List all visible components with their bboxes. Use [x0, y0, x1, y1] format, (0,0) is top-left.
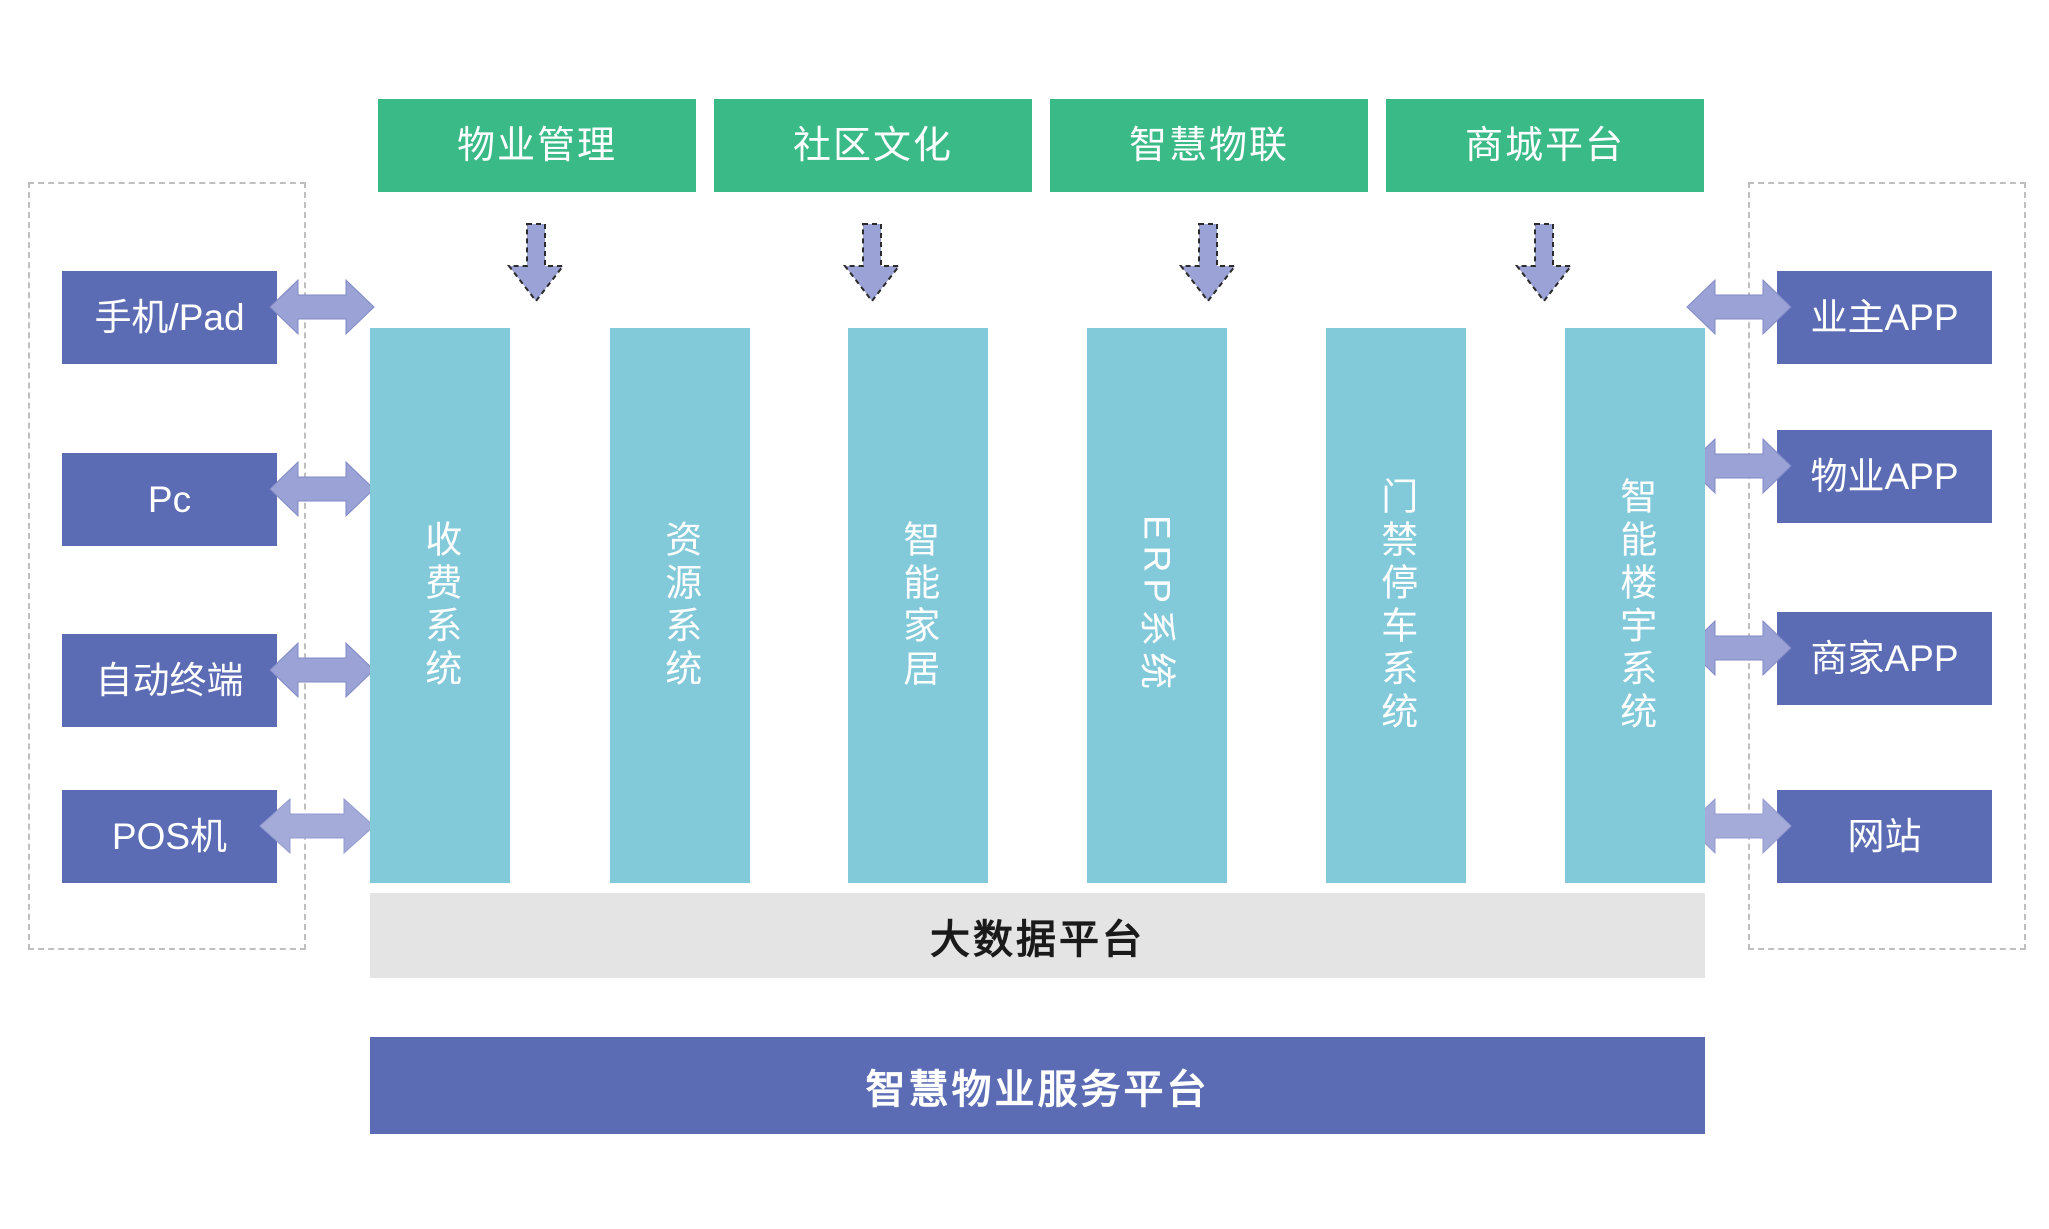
device-box-pc[interactable]: Pc [62, 453, 277, 546]
bidirectional-arrow-owner-app-icon [1685, 276, 1793, 338]
channel-box-merchant-app[interactable]: 商家APP [1777, 612, 1992, 705]
system-label: 资源系统 [659, 519, 701, 692]
bidirectional-arrow-phone-pad-icon [268, 276, 376, 338]
system-label: 收费系统 [419, 519, 461, 692]
device-label: 自动终端 [95, 660, 244, 701]
arrow-down-4-icon [1514, 222, 1574, 304]
top-module-label: 物业管理 [456, 124, 617, 167]
device-label: POS机 [111, 816, 228, 857]
channel-box-website[interactable]: 网站 [1777, 790, 1992, 883]
channel-label: 商家APP [1810, 638, 1959, 679]
bidirectional-arrow-merchant-app-icon [1685, 617, 1793, 679]
right-channel-group-frame [1748, 182, 2026, 950]
system-column-charging[interactable]: 收费系统 [370, 328, 510, 883]
top-module-label: 智慧物联 [1128, 124, 1289, 167]
arrow-down-1-icon [506, 222, 566, 304]
big-data-platform-bar[interactable]: 大数据平台 [370, 893, 1705, 978]
system-label: ERP系统 [1136, 515, 1178, 696]
left-terminal-group-frame [28, 182, 306, 950]
device-label: 手机/Pad [94, 297, 245, 338]
channel-box-owner-app[interactable]: 业主APP [1777, 271, 1992, 364]
big-data-platform-label: 大数据平台 [930, 917, 1145, 962]
system-column-smart-home[interactable]: 智能家居 [848, 328, 988, 883]
arrow-down-3-icon [1178, 222, 1238, 304]
system-column-smart-building[interactable]: 智能楼宇系统 [1565, 328, 1705, 883]
arrow-down-2-icon [842, 222, 902, 304]
device-label: Pc [147, 479, 192, 520]
system-column-erp[interactable]: ERP系统 [1087, 328, 1227, 883]
bidirectional-arrow-website-icon [1685, 795, 1793, 857]
bidirectional-arrow-property-app-icon [1685, 435, 1793, 497]
device-box-pos[interactable]: POS机 [62, 790, 277, 883]
device-box-auto-terminal[interactable]: 自动终端 [62, 634, 277, 727]
top-module-zhihui-wulian[interactable]: 智慧物联 [1050, 99, 1368, 192]
top-module-wuye-guanli[interactable]: 物业管理 [378, 99, 696, 192]
system-label: 智能楼宇系统 [1614, 476, 1656, 735]
top-module-shangcheng-pingtai[interactable]: 商城平台 [1386, 99, 1704, 192]
bidirectional-arrow-pc-icon [268, 458, 376, 520]
top-module-shequ-wenhua[interactable]: 社区文化 [714, 99, 1032, 192]
bidirectional-arrow-auto-terminal-icon [268, 639, 376, 701]
channel-label: 物业APP [1810, 456, 1959, 497]
system-column-access-parking[interactable]: 门禁停车系统 [1326, 328, 1466, 883]
bidirectional-arrow-pos-icon [258, 795, 376, 857]
system-column-resource[interactable]: 资源系统 [610, 328, 750, 883]
channel-box-property-app[interactable]: 物业APP [1777, 430, 1992, 523]
channel-label: 业主APP [1810, 297, 1959, 338]
system-label: 门禁停车系统 [1375, 476, 1417, 735]
system-label: 智能家居 [897, 519, 939, 692]
top-module-label: 商城平台 [1464, 124, 1625, 167]
channel-label: 网站 [1847, 816, 1922, 857]
device-box-phone-pad[interactable]: 手机/Pad [62, 271, 277, 364]
service-platform-label: 智慧物业服务平台 [865, 1067, 1210, 1112]
service-platform-bar[interactable]: 智慧物业服务平台 [370, 1037, 1705, 1134]
top-module-label: 社区文化 [792, 124, 953, 167]
